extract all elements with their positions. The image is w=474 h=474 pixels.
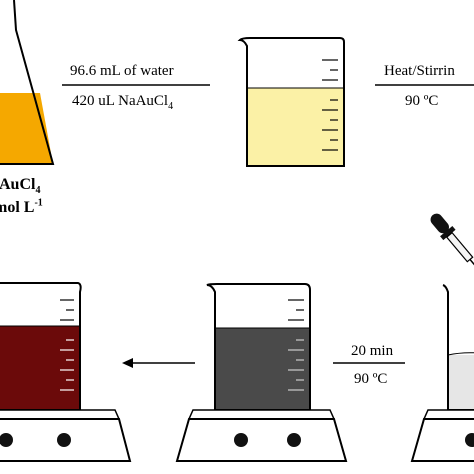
stirrer-knob: [465, 433, 474, 447]
beaker-yellow: [237, 37, 345, 167]
step1-reagent: 420 uL NaAuCl: [72, 93, 169, 109]
stirrer-knob: [287, 433, 301, 447]
stirrer-knob: [57, 433, 71, 447]
stirrer-plate-middle: [175, 409, 348, 462]
step2-label-top: Heat/Stirrin: [384, 63, 455, 79]
flask-gold-solution: [0, 93, 53, 164]
beaker-dark-red-solution: [0, 326, 80, 410]
beaker-light: [442, 284, 474, 411]
dropper-bulb: [430, 213, 450, 234]
beaker-dark-red: [0, 282, 82, 411]
flask-label-line1: AuCl4: [0, 176, 41, 197]
step1-subscript: 4: [168, 101, 174, 112]
flask-label-line2: mol L-1: [0, 197, 43, 216]
step1-label-bottom: 420 uL NaAuCl4: [72, 93, 174, 112]
beaker-dark-gray-solution: [215, 328, 310, 410]
beaker-light-solution: [448, 355, 474, 410]
stirrer-knob: [0, 433, 13, 447]
beaker-dark-gray: [206, 283, 311, 411]
stirrer-plate-left: [0, 409, 132, 462]
flask-concentration: mol L: [0, 199, 35, 216]
step2-label-bottom: 90 ºC: [405, 93, 439, 109]
flask-superscript: -1: [34, 197, 43, 209]
erlenmeyer-flask: [0, 0, 55, 165]
arrow-step4: [122, 358, 195, 368]
beaker-yellow-solution: [247, 88, 344, 166]
flask-compound: AuCl: [0, 176, 36, 193]
step3-label-top: 20 min: [351, 343, 394, 359]
dropper: [430, 213, 474, 270]
stirrer-knob: [234, 433, 248, 447]
step3-label-bottom: 90 ºC: [354, 371, 388, 387]
stirrer-plate-right: [410, 409, 474, 462]
flask-subscript: 4: [35, 185, 41, 197]
step1-label-top: 96.6 mL of water: [70, 63, 174, 79]
